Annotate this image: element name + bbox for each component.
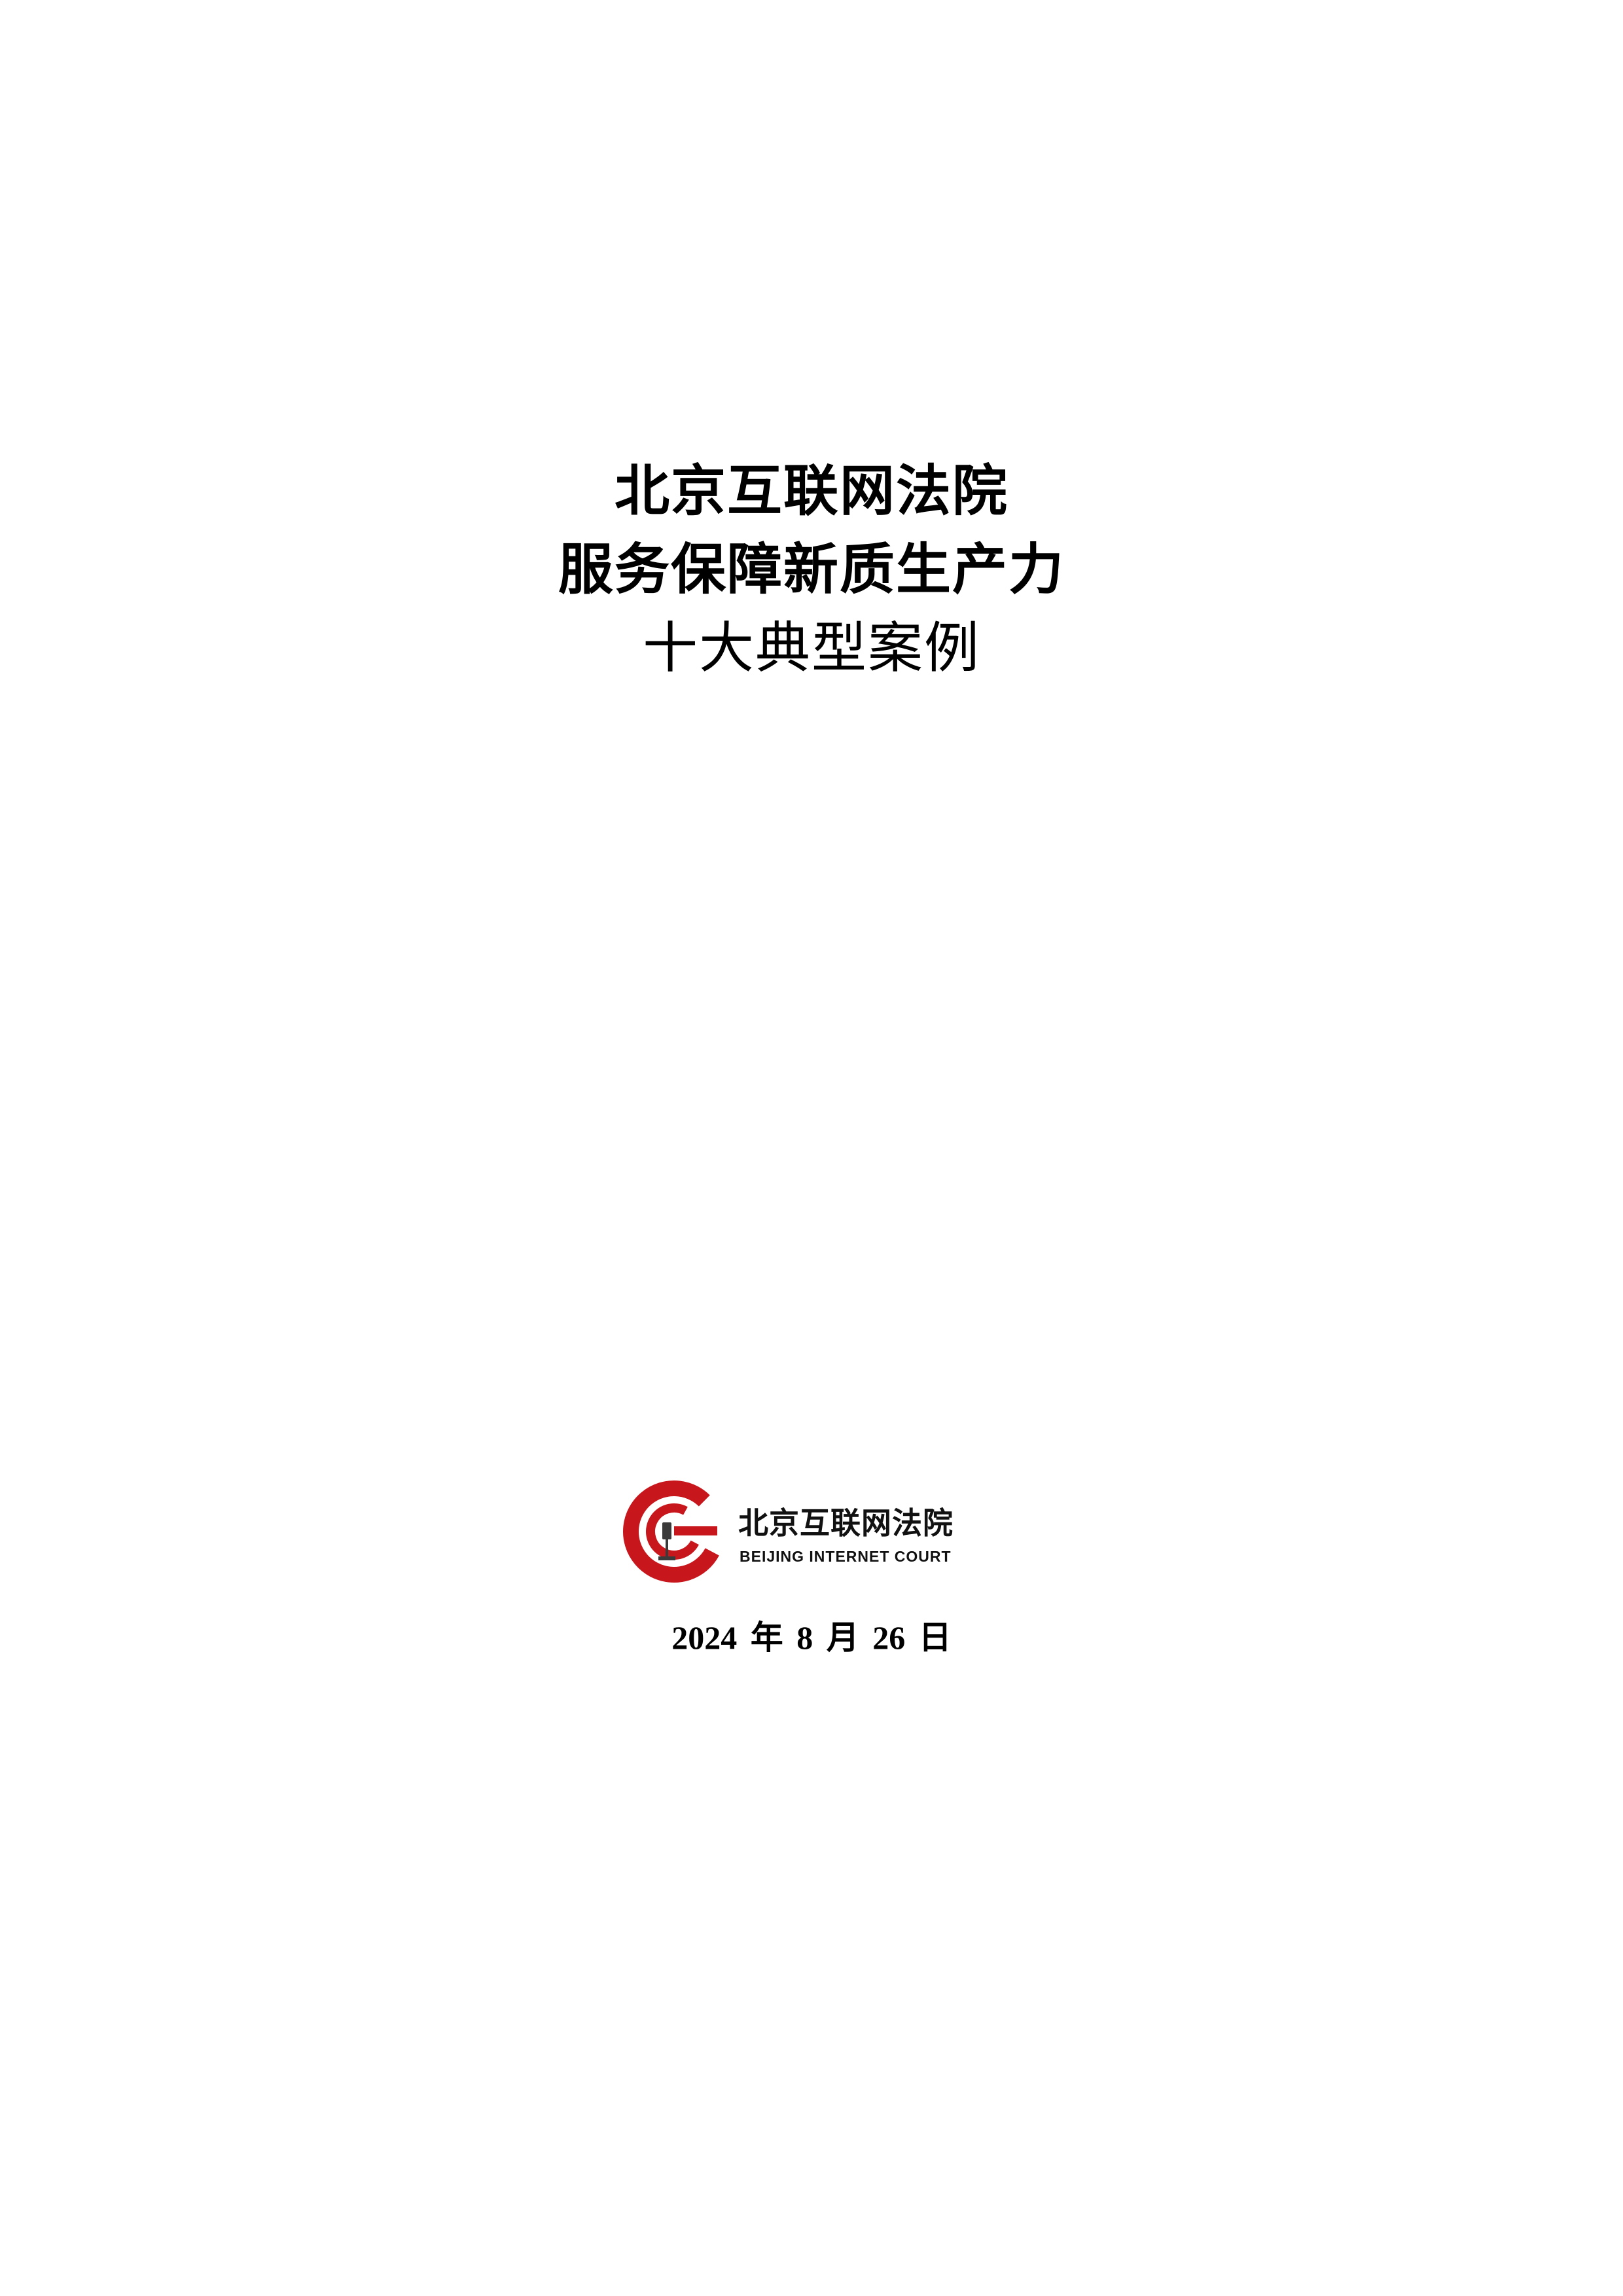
court-emblem-icon bbox=[623, 1480, 725, 1583]
document-title: 北京互联网法院 服务保障新质生产力 十大典型案例 bbox=[0, 452, 1623, 687]
logo-name-cn: 北京互联网法院 bbox=[738, 1505, 954, 1541]
title-line-court: 北京互联网法院 bbox=[614, 458, 1008, 523]
logo-name-en: BEIJING INTERNET COURT bbox=[740, 1548, 952, 1565]
court-logo: 北京互联网法院 BEIJING INTERNET COURT bbox=[622, 1479, 975, 1590]
title-line-cases: 十大典型案例 bbox=[642, 616, 980, 680]
document-date: 2024 年 8 月 26 日 bbox=[671, 1619, 952, 1656]
title-line-subject: 服务保障新质生产力 bbox=[558, 537, 1065, 601]
